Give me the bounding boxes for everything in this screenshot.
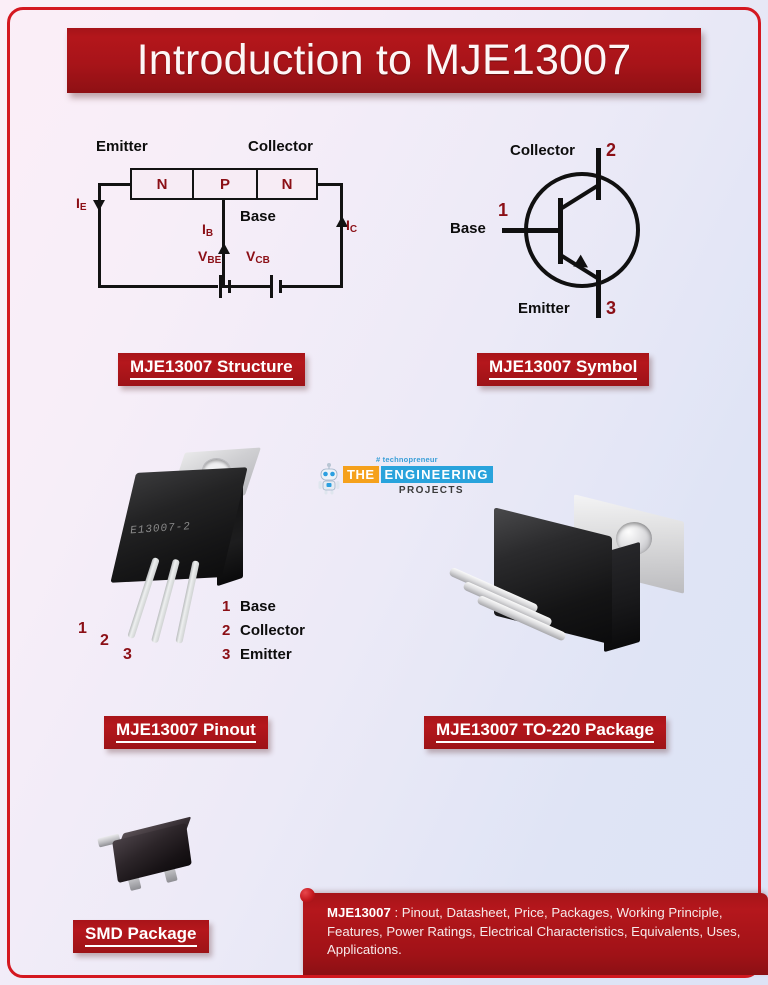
legend-row: 2 Collector <box>222 622 305 639</box>
label-ic: IC <box>346 217 358 235</box>
smd-package-image <box>92 816 222 898</box>
arrow-collector-current <box>336 216 348 227</box>
caption-pinout: MJE13007 Pinout <box>104 716 268 749</box>
footer-banner: MJE13007 : Pinout, Datasheet, Price, Pac… <box>303 893 768 975</box>
wire-emitter-left <box>98 183 101 288</box>
pinout-number-2: 2 <box>100 632 109 649</box>
legend-number: 3 <box>222 646 231 663</box>
caption-structure: MJE13007 Structure <box>118 353 305 386</box>
logo-wordmark: THE ENGINEERING <box>343 466 493 483</box>
structure-collector-label: Collector <box>248 138 314 155</box>
legend-name: Emitter <box>240 646 292 663</box>
symbol-base-lead <box>502 228 560 233</box>
wire-collector-bottom <box>281 285 343 288</box>
caption-to220: MJE13007 TO-220 Package <box>424 716 666 749</box>
footer-part-name: MJE13007 <box>327 905 391 920</box>
pinout-package-image: E13007-2 1 2 3 <box>78 447 278 663</box>
footer-bullet-dot <box>300 888 315 903</box>
structure-emitter-label: Emitter <box>96 138 148 155</box>
legend-row: 1 Base <box>222 598 305 615</box>
legend-number: 2 <box>222 622 231 639</box>
arrow-emitter-current <box>93 200 105 211</box>
pinout-number-1: 1 <box>78 620 87 637</box>
battery-vcb-short-plate <box>279 280 282 293</box>
structure-layer-n-collector: N <box>256 168 318 200</box>
logo-word-the: THE <box>343 466 379 483</box>
wire-collector-top <box>317 183 343 186</box>
pinout-number-3: 3 <box>123 646 132 663</box>
battery-vbe-long-plate <box>219 275 222 298</box>
footer-text: MJE13007 : Pinout, Datasheet, Price, Pac… <box>327 904 758 960</box>
page-title-banner: Introduction to MJE13007 <box>67 28 701 93</box>
legend-name: Collector <box>240 622 306 639</box>
wire-vcb-left <box>225 285 273 288</box>
logo-word-engineering: ENGINEERING <box>380 466 493 483</box>
site-logo[interactable]: # technopreneur THE ENGINEERING PROJECTS <box>316 455 493 501</box>
structure-layer-n-emitter: N <box>130 168 194 200</box>
label-ib: IB <box>202 221 214 239</box>
pinout-legend: 1 Base 2 Collector 3 Emitter <box>222 598 305 670</box>
arrow-base-current <box>218 243 230 254</box>
label-vbe: VBE <box>198 248 222 266</box>
symbol-diagram: Collector 2 Base 1 Emitter 3 <box>450 140 690 330</box>
wire-collector-right <box>340 183 343 288</box>
symbol-collector-lead <box>596 148 601 200</box>
page-title: Introduction to MJE13007 <box>136 36 632 84</box>
smd-body <box>112 822 192 884</box>
structure-layer-p-base: P <box>192 168 258 200</box>
caption-symbol: MJE13007 Symbol <box>477 353 650 386</box>
label-ie: IE <box>76 195 87 213</box>
robot-mascot-icon <box>318 463 340 495</box>
logo-word-projects: PROJECTS <box>398 485 464 496</box>
symbol-base-bar <box>558 198 563 264</box>
wire-emitter-top <box>98 183 132 186</box>
symbol-collector-pin: 2 <box>606 140 617 160</box>
wire-emitter-bottom <box>98 285 218 288</box>
symbol-collector-label: Collector <box>510 142 576 159</box>
legend-name: Base <box>240 598 276 615</box>
legend-number: 1 <box>222 598 231 615</box>
symbol-emitter-lead <box>596 270 601 318</box>
structure-diagram: Emitter Collector N P N IE VBE IB Base V… <box>76 138 358 318</box>
to220-package-image <box>448 494 710 690</box>
symbol-emitter-pin: 3 <box>606 298 617 318</box>
footer-topic-list: : Pinout, Datasheet, Price, Packages, Wo… <box>327 905 741 958</box>
legend-row: 3 Emitter <box>222 646 305 663</box>
structure-base-label: Base <box>240 208 276 225</box>
caption-smd: SMD Package <box>73 920 209 953</box>
symbol-emitter-label: Emitter <box>518 300 570 317</box>
symbol-base-pin: 1 <box>498 200 509 220</box>
logo-tagline: # technopreneur <box>376 455 438 464</box>
symbol-base-label: Base <box>450 220 486 237</box>
label-vcb: VCB <box>246 248 270 266</box>
